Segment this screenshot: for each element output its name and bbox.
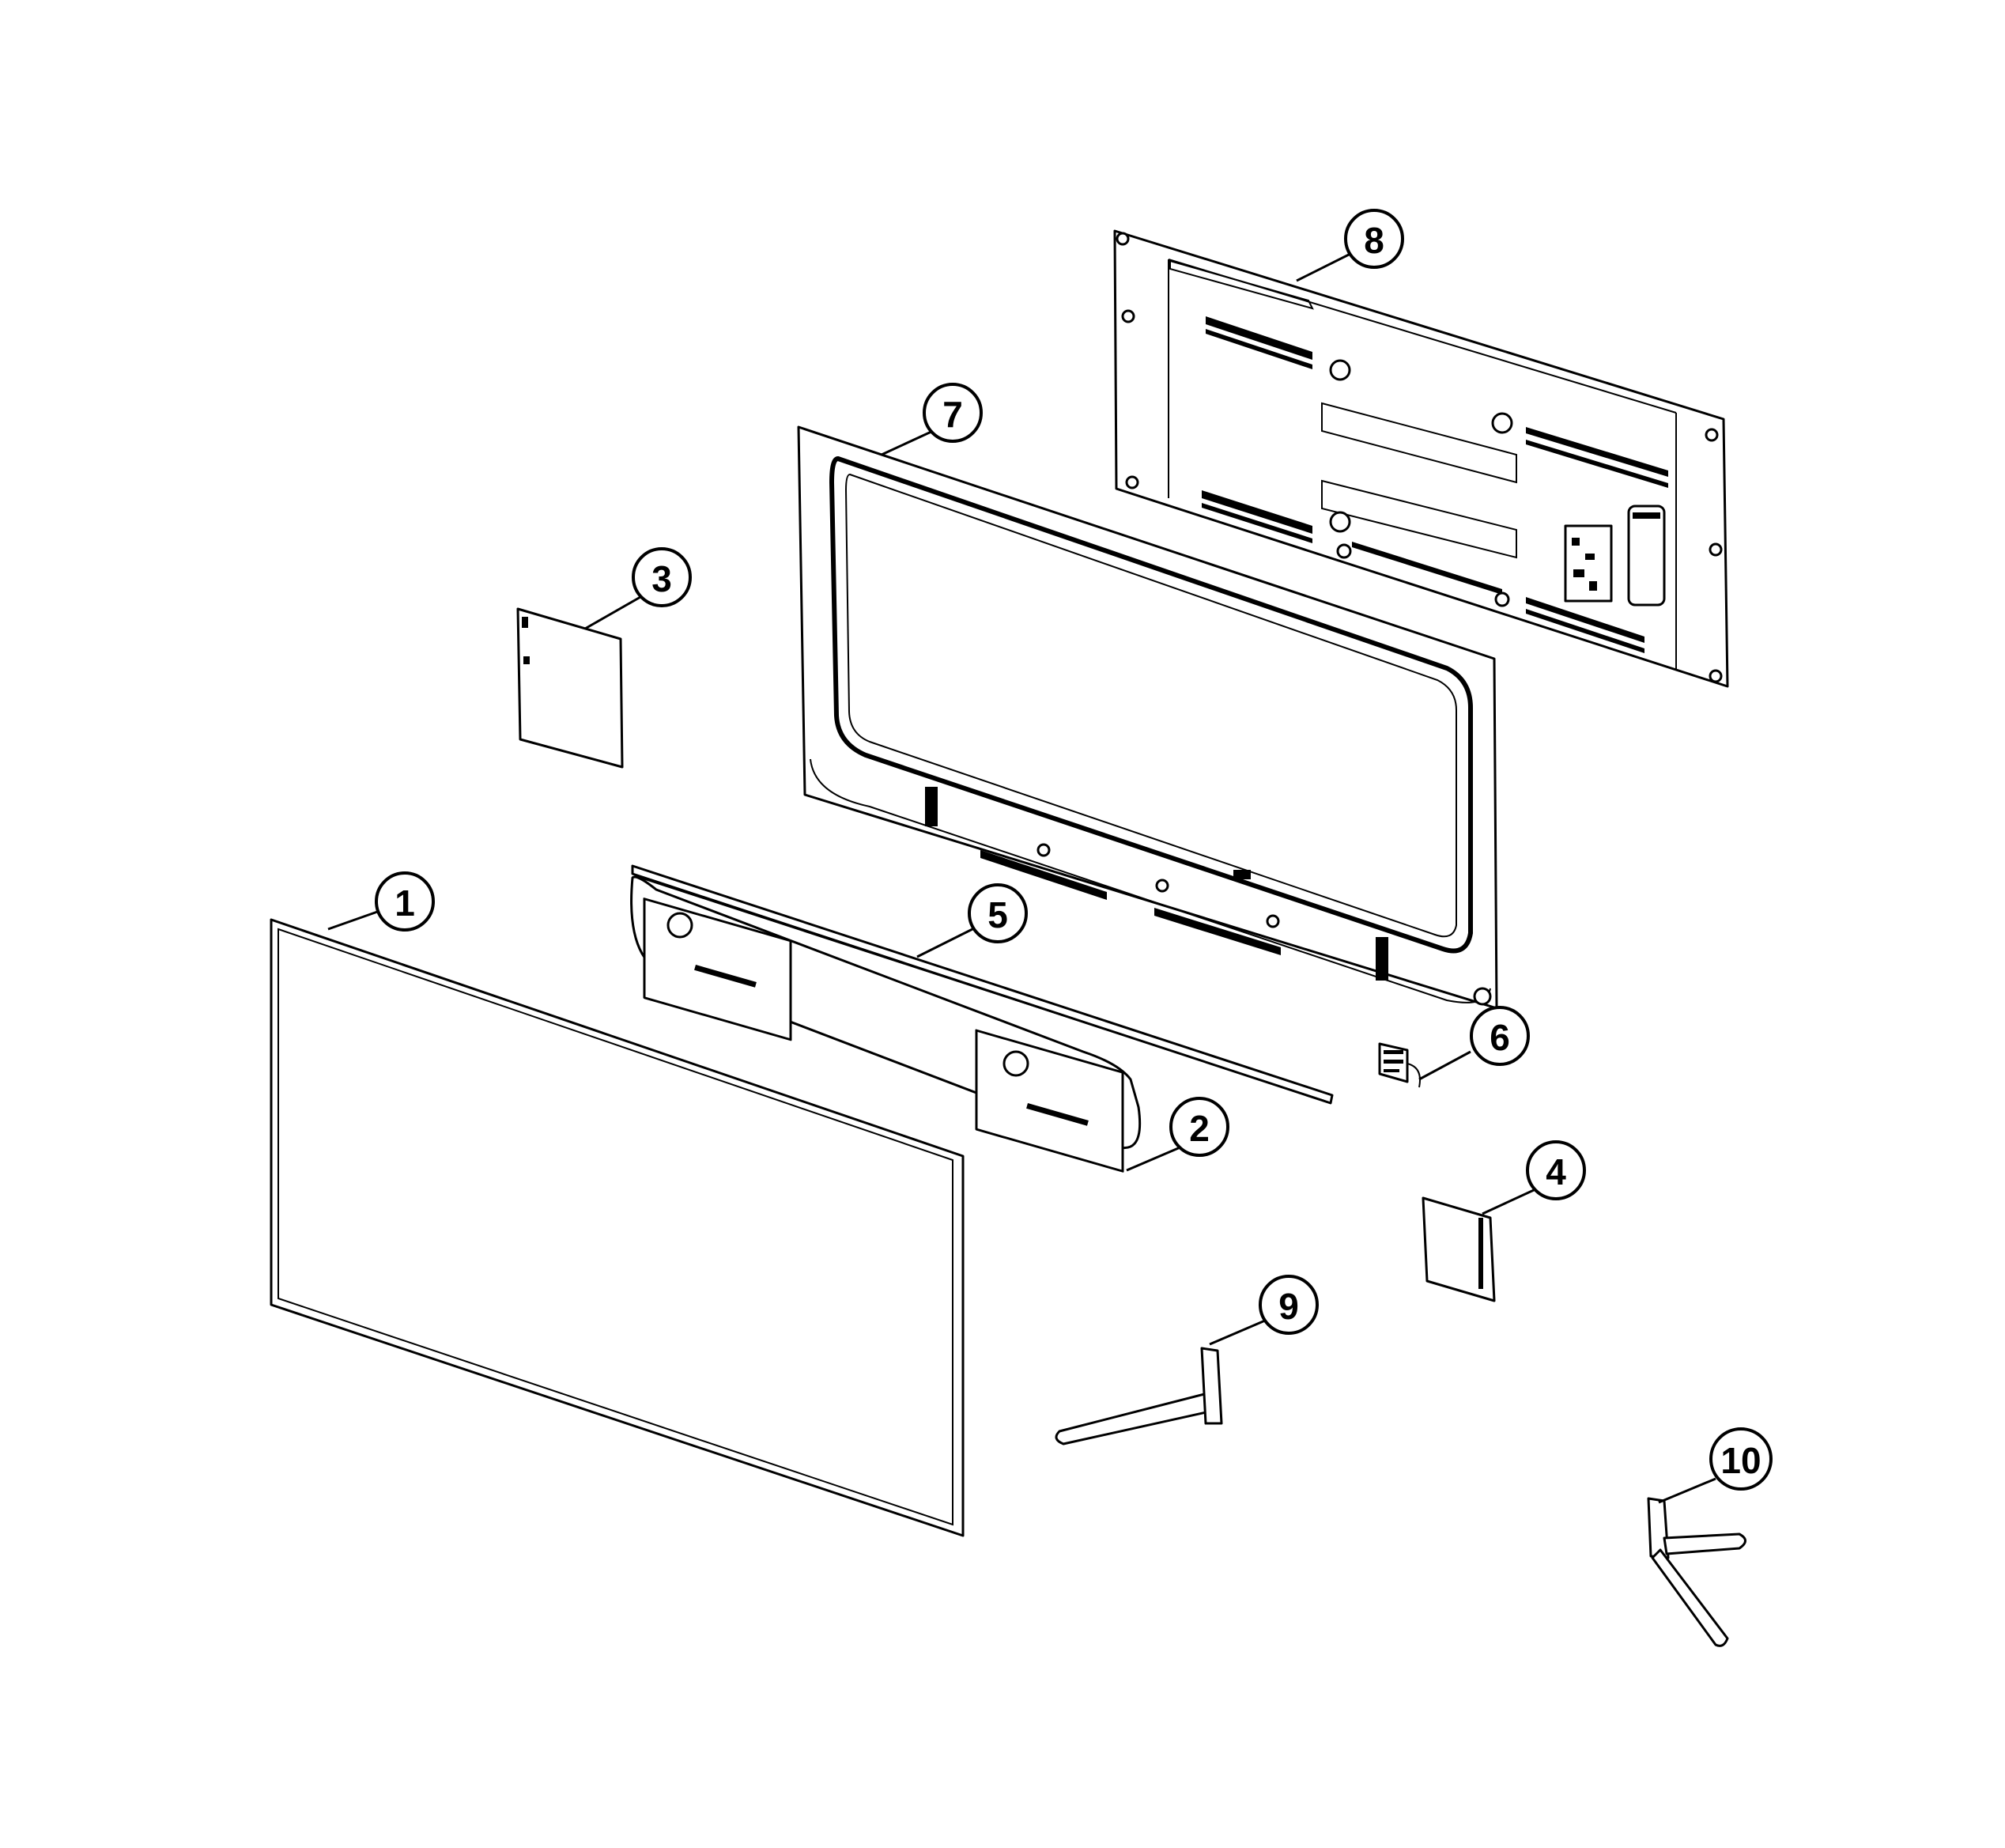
callout-4-number: 4	[1546, 1151, 1566, 1192]
callout-7-number: 7	[942, 394, 963, 435]
callout-4: 4	[1526, 1140, 1586, 1200]
callout-3-number: 3	[651, 558, 672, 599]
callout-5-number: 5	[987, 894, 1008, 935]
part-1-display-panel	[270, 918, 965, 1537]
part-8-rear-cover	[1113, 229, 1729, 688]
callout-2: 2	[1169, 1097, 1229, 1157]
callout-7: 7	[923, 383, 983, 443]
part-9-stand-leg	[1055, 1347, 1223, 1446]
callout-9: 9	[1259, 1275, 1319, 1335]
part-3-main-board	[516, 607, 624, 769]
part-10-stand-leg	[1647, 1497, 1746, 1647]
callout-6: 6	[1470, 1006, 1530, 1066]
callout-6-number: 6	[1490, 1017, 1510, 1058]
part-4-power-board	[1422, 1196, 1496, 1302]
callout-10-number: 10	[1720, 1440, 1761, 1481]
callout-2-number: 2	[1189, 1108, 1210, 1149]
callout-3: 3	[632, 547, 692, 607]
callout-9-number: 9	[1278, 1286, 1299, 1327]
callout-5: 5	[968, 883, 1028, 943]
part-6-connector	[1378, 1042, 1421, 1088]
callout-8-number: 8	[1364, 220, 1384, 261]
callout-1-number: 1	[395, 882, 415, 924]
callout-8: 8	[1344, 209, 1404, 269]
callout-10: 10	[1709, 1427, 1773, 1491]
part-5-bracket-rail	[631, 864, 1334, 1105]
leader-lines	[327, 251, 1716, 1504]
callout-1: 1	[375, 871, 435, 932]
part-2-speaker-assembly	[630, 875, 1142, 1173]
